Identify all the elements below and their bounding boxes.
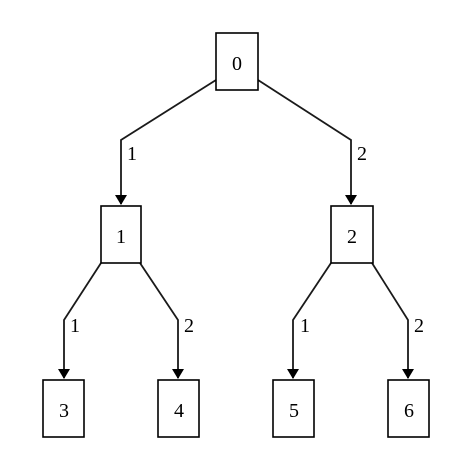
node-box xyxy=(100,205,142,264)
edge-label: 1 xyxy=(127,143,137,165)
node-box xyxy=(157,379,200,438)
node-6: 6 xyxy=(387,379,430,438)
edge-0-1: 1 xyxy=(115,79,217,205)
node-4: 4 xyxy=(157,379,200,438)
node-box xyxy=(330,205,374,264)
node-box xyxy=(272,379,315,438)
edge-1-4: 2 xyxy=(139,262,194,379)
node-box xyxy=(215,32,259,91)
node-label: 3 xyxy=(59,400,69,422)
edge-label: 1 xyxy=(300,315,310,337)
node-label: 4 xyxy=(174,400,184,422)
node-label: 5 xyxy=(289,400,299,422)
edge-1-3: 1 xyxy=(58,262,102,379)
node-label: 0 xyxy=(232,53,242,75)
node-0: 0 xyxy=(215,32,259,91)
node-1: 1 xyxy=(100,205,142,264)
edge-label: 2 xyxy=(184,315,194,337)
edge-2-6: 2 xyxy=(371,262,424,379)
edge-label: 2 xyxy=(414,315,424,337)
node-label: 1 xyxy=(116,226,126,248)
node-label: 2 xyxy=(347,226,357,248)
edge-label: 2 xyxy=(357,143,367,165)
node-2: 2 xyxy=(330,205,374,264)
edge-label: 1 xyxy=(70,315,80,337)
node-box xyxy=(42,379,85,438)
node-label: 6 xyxy=(404,400,414,422)
node-3: 3 xyxy=(42,379,85,438)
node-5: 5 xyxy=(272,379,315,438)
edge-0-2: 2 xyxy=(257,79,367,205)
edge-2-5: 1 xyxy=(287,262,332,379)
nodes-group: 0 1 2 3 4 5 6 xyxy=(42,32,430,438)
edges-group: 1 2 1 2 1 2 xyxy=(58,79,424,379)
node-box xyxy=(387,379,430,438)
